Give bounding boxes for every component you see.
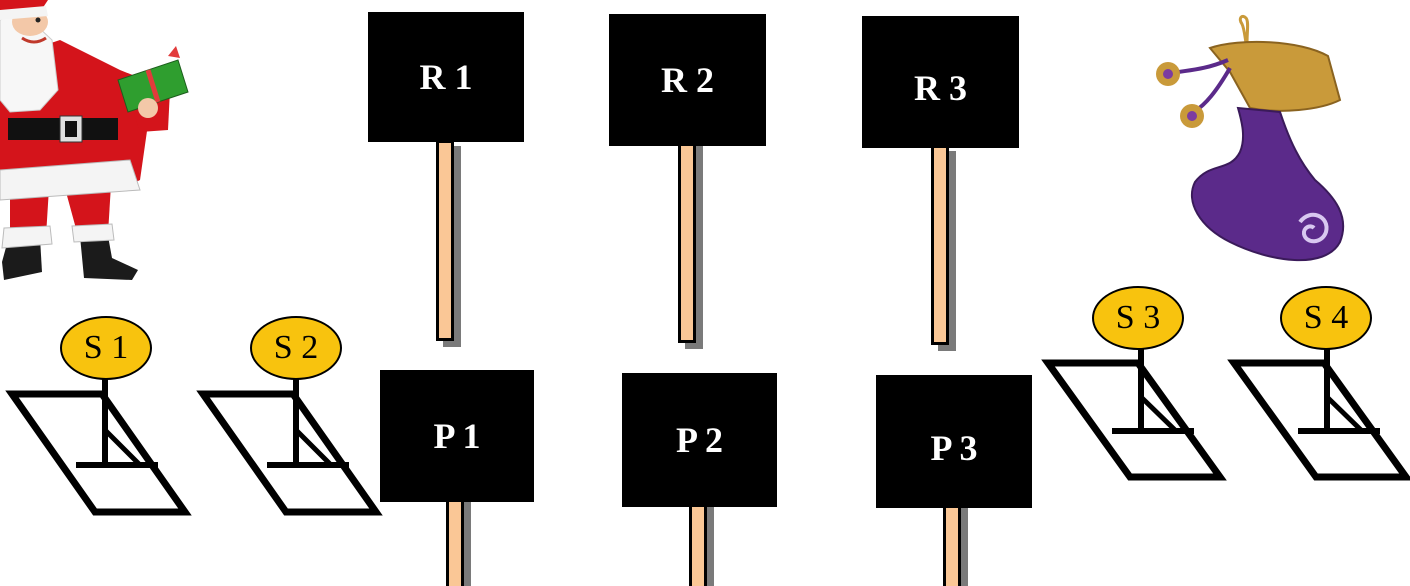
sign-stick-p1 bbox=[446, 496, 464, 586]
stand-s2-label: S 2 bbox=[274, 329, 318, 367]
sign-r2-label: R 2 bbox=[661, 59, 714, 101]
sign-r2: R 2 bbox=[609, 14, 766, 146]
sign-r1-label: R 1 bbox=[420, 56, 473, 98]
sign-p3-label: P 3 bbox=[930, 427, 977, 469]
stand-s2: S 2 bbox=[250, 316, 342, 380]
sign-r3: R 3 bbox=[862, 16, 1019, 148]
sign-p2: P 2 bbox=[622, 373, 777, 507]
sign-p1: P 1 bbox=[380, 370, 534, 502]
sign-stick-p2 bbox=[689, 504, 707, 586]
sign-stick-p3 bbox=[943, 504, 961, 586]
sign-stick-r1 bbox=[436, 140, 454, 341]
sign-p3: P 3 bbox=[876, 375, 1032, 508]
stand-s1: S 1 bbox=[60, 316, 152, 380]
stand-s4: S 4 bbox=[1280, 286, 1372, 350]
stand-s1-label: S 1 bbox=[84, 329, 128, 367]
stand-s3-label: S 3 bbox=[1116, 299, 1160, 337]
sign-stick-r3 bbox=[931, 145, 949, 345]
santa-image bbox=[0, 0, 200, 290]
stand-s3: S 3 bbox=[1092, 286, 1184, 350]
stocking-image bbox=[1150, 12, 1380, 272]
sign-p2-label: P 2 bbox=[676, 419, 723, 461]
sign-r3-label: R 3 bbox=[914, 67, 967, 109]
stand-frame-s3 bbox=[1042, 345, 1242, 490]
stand-s4-label: S 4 bbox=[1304, 299, 1348, 337]
sign-r1: R 1 bbox=[368, 12, 524, 142]
stand-frame-s4 bbox=[1228, 345, 1410, 490]
stand-frame-s2 bbox=[193, 370, 393, 520]
sign-p1-label: P 1 bbox=[433, 415, 480, 457]
stand-frame-s1 bbox=[0, 370, 200, 520]
sign-stick-r2 bbox=[678, 140, 696, 343]
